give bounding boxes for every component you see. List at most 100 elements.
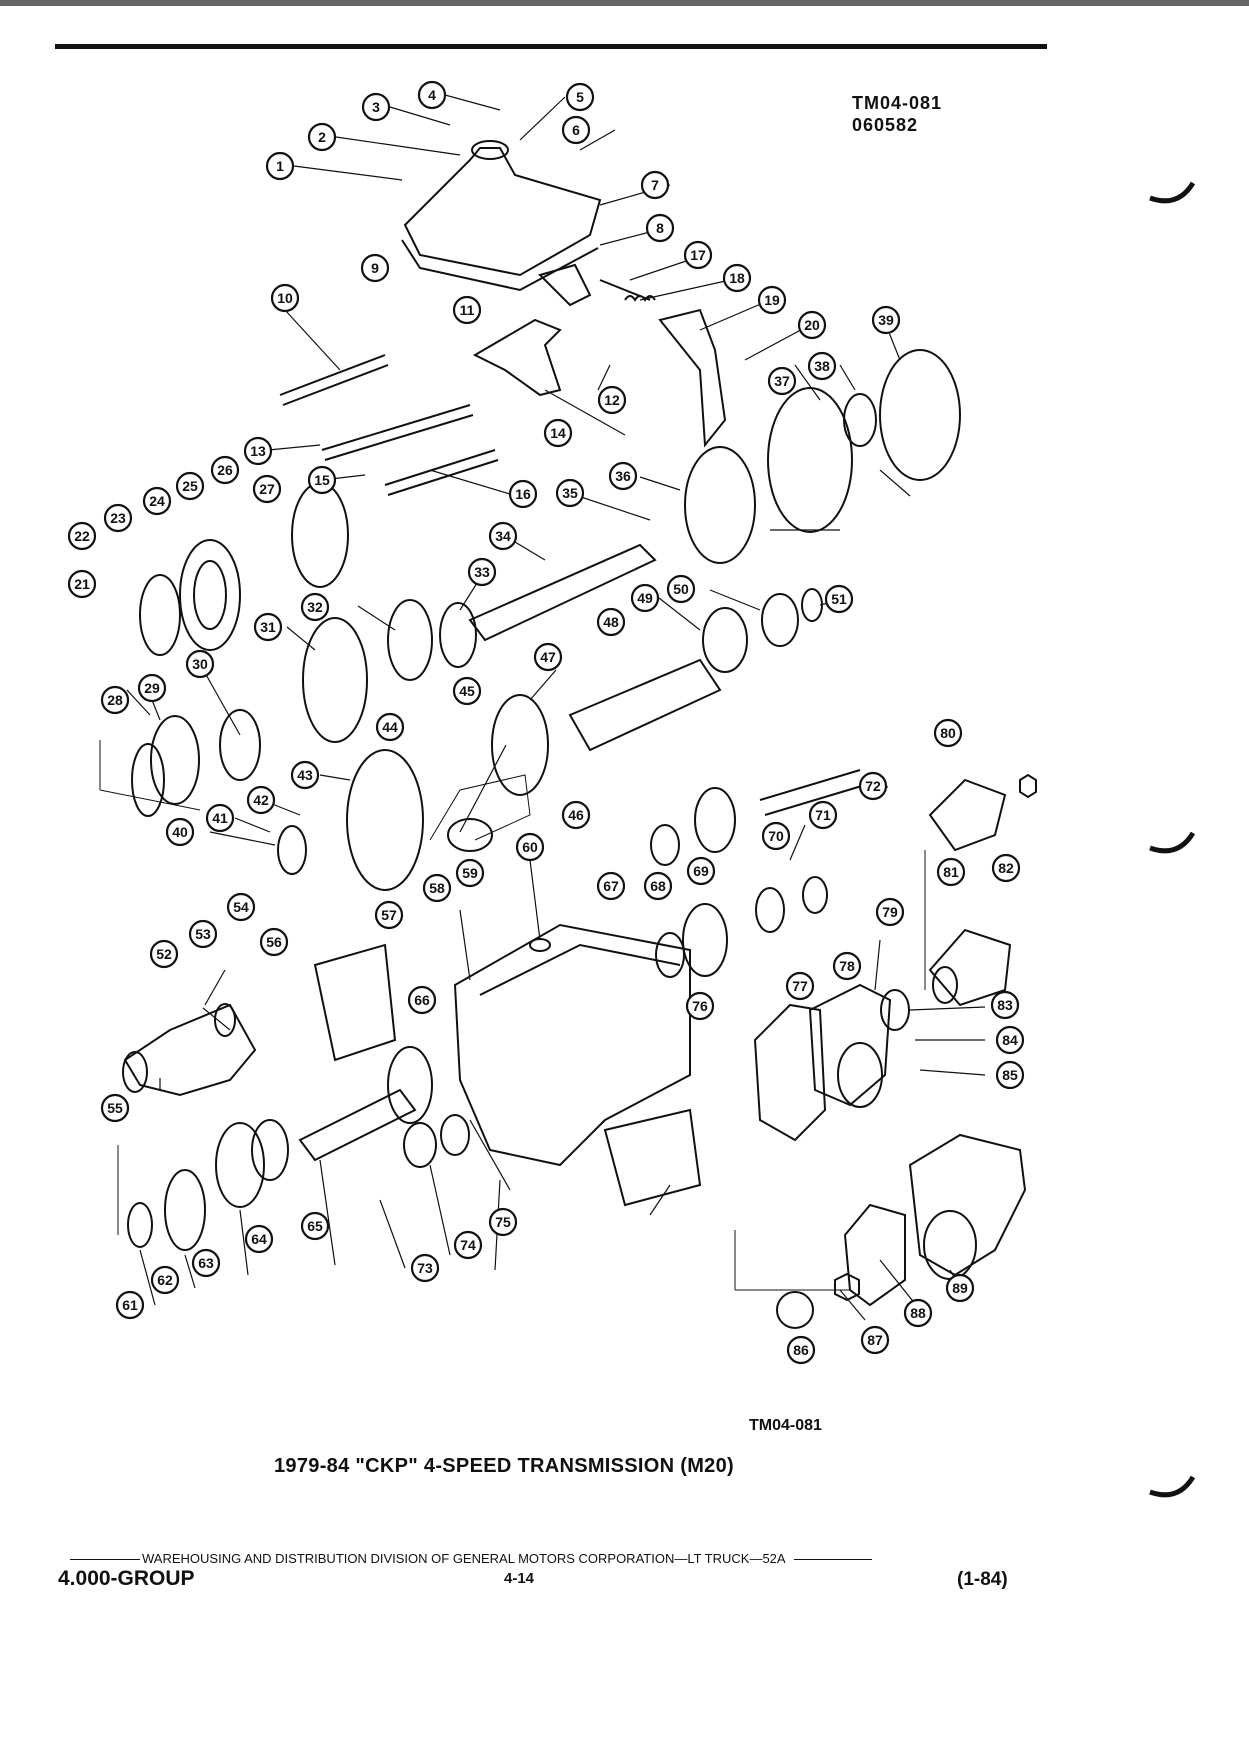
callout-17: 17 [683, 240, 713, 270]
retainer-bore-drawing [837, 1042, 883, 1108]
callout-number: 53 [195, 926, 211, 942]
callout-number: 7 [651, 177, 659, 193]
seal-83-drawing [880, 989, 910, 1031]
callout-49: 49 [630, 583, 660, 613]
callout-circle [100, 685, 130, 715]
figure-title: 1979-84 "CKP" 4-SPEED TRANSMISSION (M20) [274, 1455, 734, 1477]
callout-number: 34 [495, 528, 511, 544]
callout-circle [185, 649, 215, 679]
callout-circle [149, 939, 179, 969]
callout-circle [824, 584, 854, 614]
gear-47-drawing [491, 694, 549, 796]
snapring-61-drawing [127, 1202, 153, 1248]
callout-number: 21 [74, 576, 90, 592]
callout-35: 35 [555, 478, 585, 508]
callout-53: 53 [188, 919, 218, 949]
sleeve-23-drawing [179, 539, 241, 651]
callout-circle [871, 305, 901, 335]
callout-number: 63 [198, 1255, 214, 1271]
callout-number: 22 [74, 528, 90, 544]
footer-division-text: WAREHOUSING AND DISTRIBUTION DIVISION OF… [142, 1551, 786, 1566]
callout-number: 31 [260, 619, 276, 635]
retainer-neck-drawing [122, 1051, 148, 1093]
callout-21: 21 [67, 569, 97, 599]
callout-77: 77 [785, 971, 815, 1001]
callout-circle [188, 919, 218, 949]
seal-71-drawing [802, 876, 828, 914]
callout-number: 51 [831, 591, 847, 607]
callout-circle [115, 1290, 145, 1320]
callout-number: 28 [107, 692, 123, 708]
bearing-33-drawing [439, 602, 477, 668]
group-label: 4.000-GROUP [58, 1567, 195, 1590]
callout-circle [243, 436, 273, 466]
callout-72: 72 [858, 771, 888, 801]
callout-83: 83 [990, 990, 1020, 1020]
callout-number: 33 [474, 564, 490, 580]
callout-23: 23 [103, 503, 133, 533]
plug-60-drawing [529, 938, 551, 952]
callout-number: 78 [839, 958, 855, 974]
callout-circle [253, 612, 283, 642]
callout-number: 89 [952, 1280, 968, 1296]
bearing-49-drawing [702, 607, 748, 673]
callout-circle [875, 897, 905, 927]
callout-number: 70 [768, 828, 784, 844]
callout-number: 14 [550, 425, 566, 441]
callout-number: 26 [217, 462, 233, 478]
footer-division-line: WAREHOUSING AND DISTRIBUTION DIVISION OF… [70, 1551, 872, 1566]
callout-circle [860, 1325, 890, 1355]
callout-number: 11 [460, 302, 475, 318]
callout-85: 85 [995, 1060, 1025, 1090]
callout-number: 36 [615, 468, 631, 484]
callout-circle [640, 170, 670, 200]
callout-6: 6 [561, 115, 591, 145]
tm-number: TM04-081 [852, 93, 943, 113]
bearing-38-drawing [843, 393, 877, 447]
ring-22-drawing [139, 574, 181, 656]
callout-circle [515, 832, 545, 862]
callout-40: 40 [165, 817, 195, 847]
callout-circle [300, 592, 330, 622]
callout-number: 16 [515, 486, 531, 502]
callout-87: 87 [860, 1325, 890, 1355]
callout-67: 67 [596, 871, 626, 901]
ring-75-drawing [440, 1114, 470, 1156]
callout-circle [226, 892, 256, 922]
callout-number: 43 [297, 767, 313, 783]
input-shaft-65-drawing [298, 1088, 417, 1162]
callout-number: 76 [692, 998, 708, 1014]
cover-drawing [403, 147, 602, 277]
callout-circle [786, 1335, 816, 1365]
callout-37: 37 [767, 366, 797, 396]
binder-hook-top [1149, 181, 1196, 204]
callout-64: 64 [244, 1224, 274, 1254]
callout-number: 87 [867, 1332, 883, 1348]
callout-number: 66 [414, 992, 430, 1008]
callout-70: 70 [761, 821, 791, 851]
callout-31: 31 [253, 612, 283, 642]
callout-71: 71 [808, 800, 838, 830]
spacer-46-drawing [447, 818, 493, 852]
callout-43: 43 [290, 760, 320, 790]
callout-circle [757, 285, 787, 315]
callout-74: 74 [453, 1230, 483, 1260]
binder-hook-bottom [1149, 1475, 1196, 1498]
callout-10: 10 [270, 283, 300, 313]
callout-circle [252, 474, 282, 504]
callout-number: 86 [793, 1342, 809, 1358]
callout-number: 84 [1002, 1032, 1018, 1048]
seal-74-drawing [403, 1122, 437, 1168]
callout-33: 33 [467, 557, 497, 587]
case-59-drawing [453, 923, 691, 1167]
callout-44: 44 [375, 712, 405, 742]
callout-84: 84 [995, 1025, 1025, 1055]
page-number: 4-14 [504, 1570, 535, 1587]
callout-65: 65 [300, 1211, 330, 1241]
callout-56: 56 [259, 927, 289, 957]
callout-circle [533, 642, 563, 672]
ring-22b-drawing [131, 743, 165, 817]
callout-13: 13 [243, 436, 273, 466]
callout-76: 76 [685, 991, 715, 1021]
callout-circle [100, 1093, 130, 1123]
